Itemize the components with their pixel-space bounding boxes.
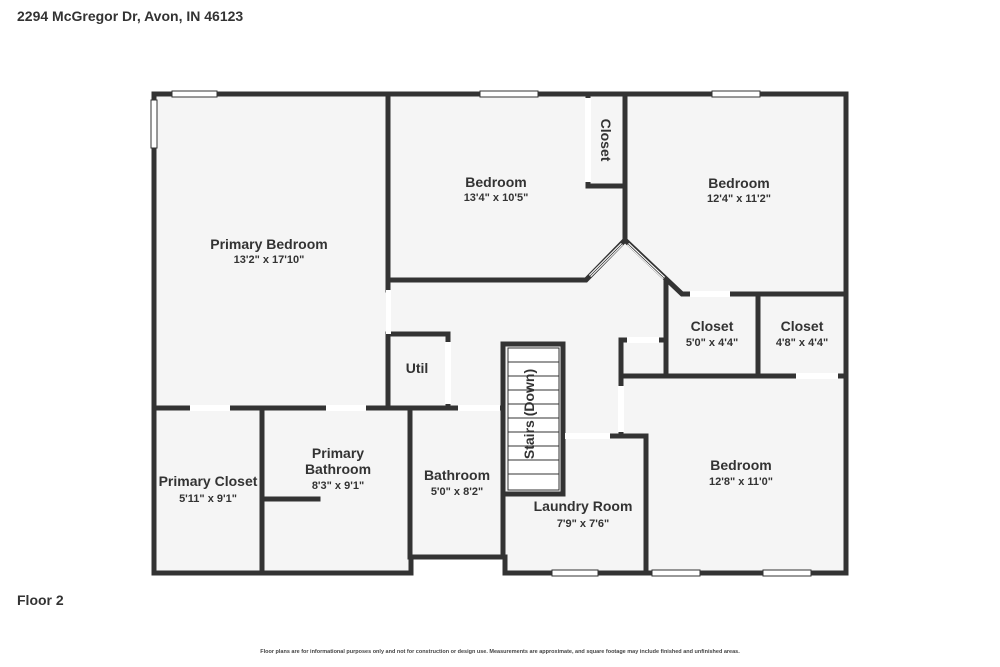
- room-primary-bathroom-name-1: Primary: [312, 445, 364, 461]
- room-primary-bedroom-name: Primary Bedroom: [210, 236, 327, 252]
- room-bathroom-dims: 5'0" x 8'2": [431, 486, 483, 498]
- room-laundry-dims: 7'9" x 7'6": [557, 518, 609, 530]
- stair-treads: [507, 347, 560, 491]
- room-bedroom-2-dims: 12'4" x 11'2": [707, 193, 771, 205]
- room-primary-closet-dims: 5'11" x 9'1": [179, 493, 237, 505]
- door-openings: [190, 98, 838, 439]
- room-primary-bathroom-name-2: Bathroom: [305, 461, 371, 477]
- room-bedroom-1-dims: 13'4" x 10'5": [464, 192, 529, 204]
- disclaimer: Floor plans are for informational purpos…: [260, 649, 740, 655]
- room-closet-a-dims: 5'0" x 4'4": [686, 337, 738, 349]
- room-closet-b-dims: 4'8" x 4'4": [776, 337, 828, 349]
- room-util-name: Util: [406, 360, 429, 376]
- room-closet-b-name: Closet: [781, 318, 824, 334]
- room-bedroom-3-name: Bedroom: [710, 457, 771, 473]
- room-bedroom-1-name: Bedroom: [465, 174, 526, 190]
- room-bedroom-2-name: Bedroom: [708, 175, 769, 191]
- room-closet-top-name: Closet: [598, 119, 614, 162]
- property-address: 2294 McGregor Dr, Avon, IN 46123: [17, 8, 244, 24]
- diagonal-openings: [588, 242, 666, 280]
- stairs-label: Stairs (Down): [521, 369, 537, 459]
- windows: [150, 90, 812, 577]
- room-primary-bathroom-dims: 8'3" x 9'1": [312, 480, 364, 492]
- floor-label: Floor 2: [17, 592, 64, 608]
- room-primary-bedroom-dims: 13'2" x 17'10": [234, 254, 305, 266]
- room-laundry-name: Laundry Room: [534, 498, 633, 514]
- room-primary-closet-name: Primary Closet: [159, 473, 258, 489]
- room-bathroom-name: Bathroom: [424, 467, 490, 483]
- room-closet-a-name: Closet: [691, 318, 734, 334]
- room-bedroom-3-dims: 12'8" x 11'0": [709, 476, 773, 488]
- floor-fill: [154, 94, 846, 573]
